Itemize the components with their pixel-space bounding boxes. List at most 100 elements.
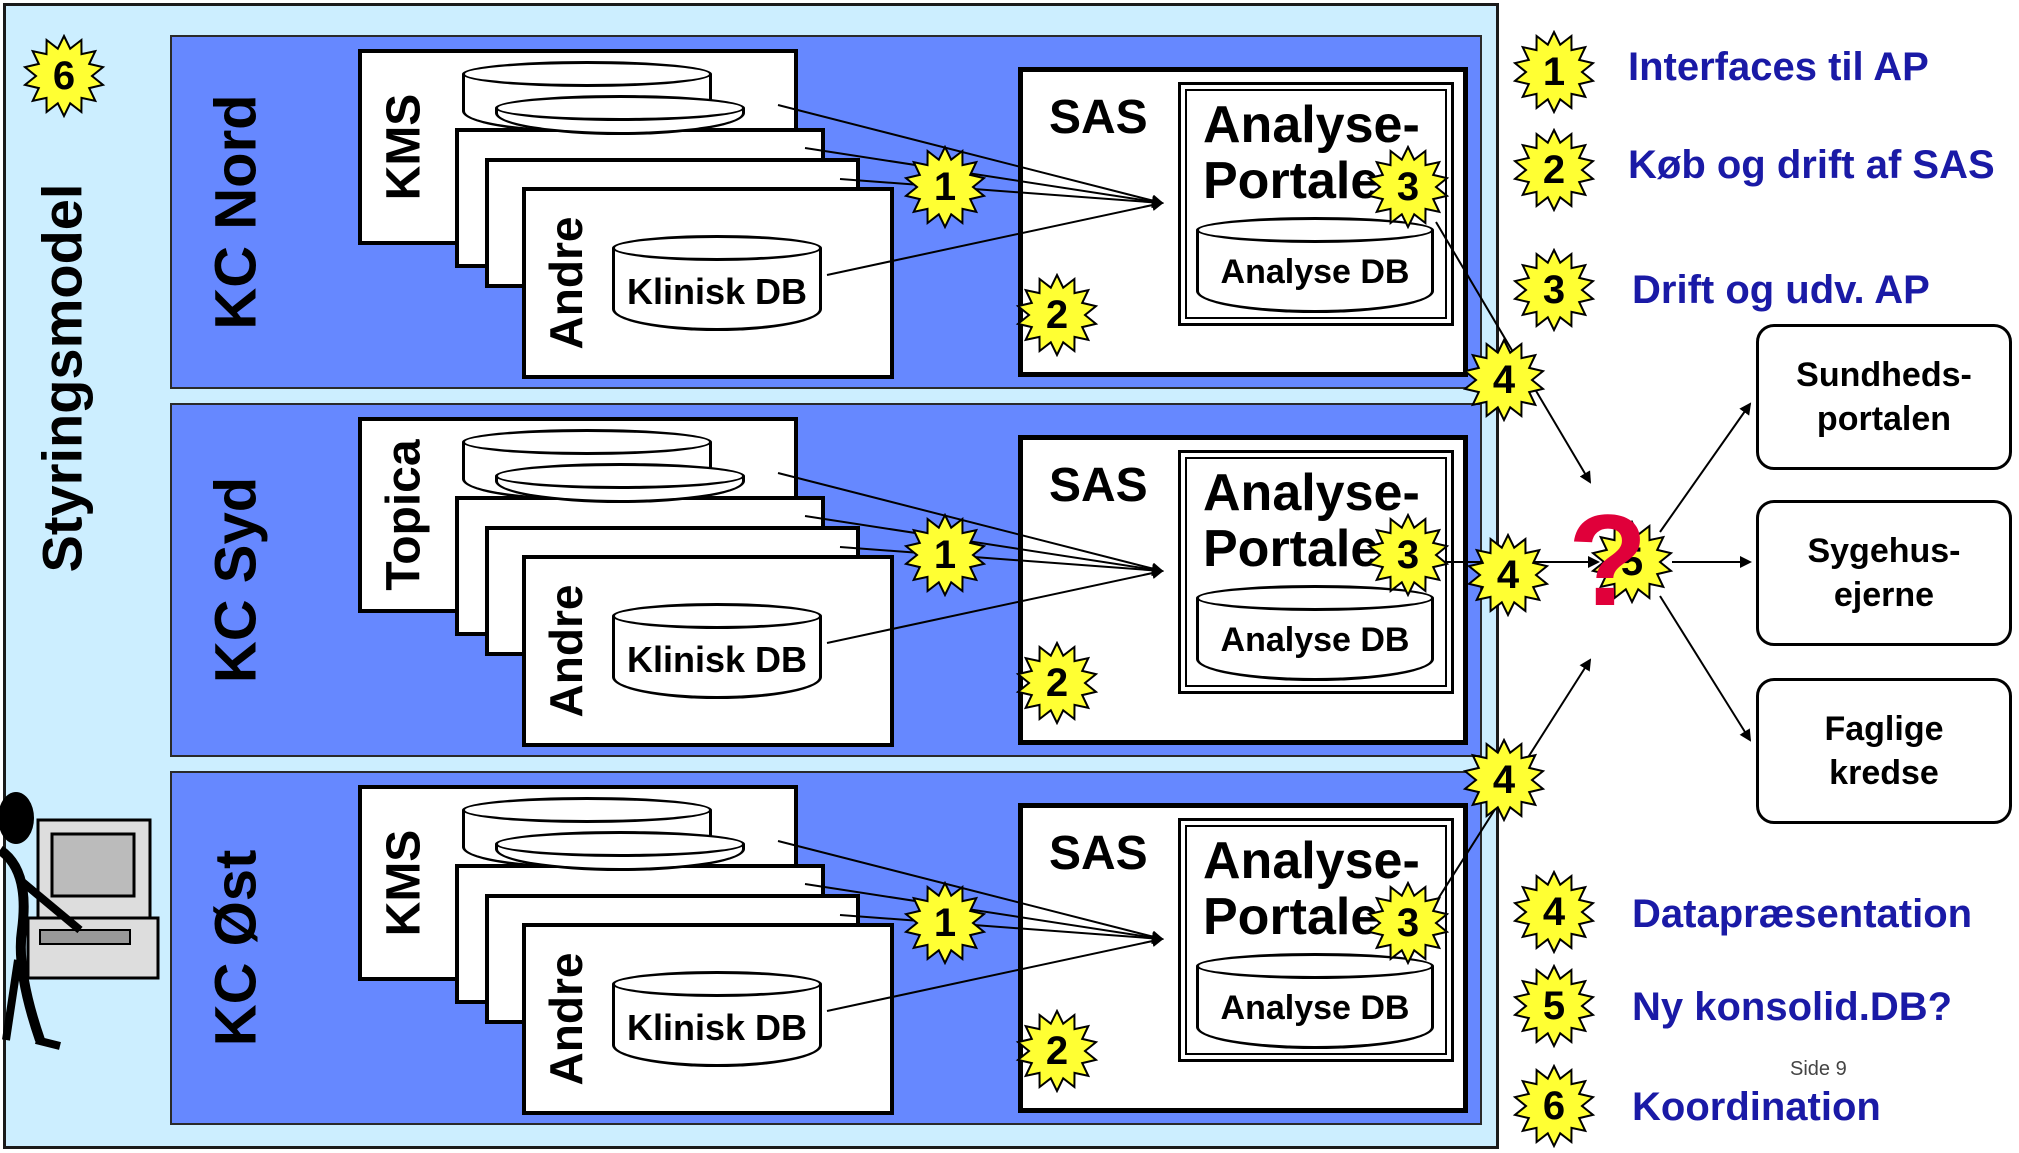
- clinical-db-cylinder: Klinisk DB: [612, 971, 822, 1067]
- source-to-sas-arrow: [804, 883, 1164, 944]
- star-burst-icon: [1015, 640, 1099, 726]
- legend-badge-5-number: 5: [1542, 984, 1566, 1028]
- source-to-sas-arrow: [839, 546, 1164, 577]
- question-mark: ?: [1568, 487, 1648, 633]
- source-db-cylinder: [495, 463, 745, 503]
- badge-4-number: 4: [1496, 553, 1520, 597]
- star-burst-icon: [1366, 144, 1450, 230]
- star-burst-icon: [1462, 337, 1546, 423]
- analyse-db-cylinder-label: Analyse DB: [1220, 253, 1410, 291]
- legend-badge-6-number: 6: [1542, 1084, 1566, 1128]
- clinical-db-cylinder-top: [612, 971, 822, 997]
- analyse-db-cylinder-body: [1196, 230, 1434, 313]
- star-burst-icon: [1366, 512, 1450, 598]
- legend-badge-4: 4: [1512, 869, 1596, 955]
- analyse-db-cylinder-label: Analyse DB: [1220, 989, 1410, 1027]
- sas-label: SAS: [1049, 91, 1148, 144]
- source-to-sas-arrow: [777, 472, 1164, 575]
- source-db-cylinder-top: [495, 95, 745, 121]
- clinical-db-cylinder: Klinisk DB: [612, 235, 822, 331]
- legend-item-1: Interfaces til AP: [1628, 45, 1929, 89]
- clinical-db-cylinder-top: [612, 603, 822, 629]
- clinical-db-cylinder-body: [612, 984, 822, 1067]
- star-burst-icon: [22, 33, 106, 119]
- source-db-cylinder-top: [495, 831, 745, 857]
- badge-3: 3: [1366, 512, 1450, 598]
- clinical-db-cylinder: Klinisk DB: [612, 603, 822, 699]
- clinical-to-sas-arrow: [826, 567, 1164, 644]
- target-sundhedsportalen: Sundheds- portalen: [1756, 324, 2012, 470]
- badge-4: 4: [1466, 532, 1550, 618]
- analyse-db-cylinder: Analyse DB: [1196, 217, 1434, 313]
- clinical-to-sas-arrow: [826, 935, 1164, 1012]
- clinical-db-cylinder-label: Klinisk DB: [626, 639, 808, 680]
- page-number: Side 9: [1790, 1058, 1847, 1080]
- analyse-portal-inner-border: [1185, 89, 1447, 319]
- analyse-portal-title: Analyse- Portalen: [1203, 96, 1420, 210]
- star-burst-icon: [1512, 869, 1596, 955]
- badge-4: 4: [1462, 737, 1546, 823]
- badge-6-number: 6: [52, 54, 76, 98]
- source-to-sas-arrow: [839, 178, 1164, 209]
- star-burst-icon: [903, 144, 987, 230]
- source-to-sas-arrow: [777, 104, 1164, 207]
- badge-1: 1: [903, 144, 987, 230]
- sas-label: SAS: [1049, 459, 1148, 512]
- clinical-db-cylinder-label: Klinisk DB: [626, 271, 808, 312]
- badge-1-number: 1: [933, 533, 957, 577]
- badge-2-number: 2: [1045, 1029, 1069, 1073]
- sas-label: SAS: [1049, 827, 1148, 880]
- badge-1-number: 1: [933, 901, 957, 945]
- legend-badge-2: 2: [1512, 127, 1596, 213]
- badge-4-number: 4: [1492, 358, 1516, 402]
- analyse-portal-inner-border: [1185, 825, 1447, 1055]
- clinical-db-cylinder-top: [612, 235, 822, 261]
- badge-1: 1: [903, 512, 987, 598]
- legend-badge-2-number: 2: [1542, 148, 1566, 192]
- badge-5: 5: [1590, 519, 1674, 605]
- legend-badge-5: 5: [1512, 963, 1596, 1049]
- clinical-db-cylinder-label: Klinisk DB: [626, 1007, 808, 1048]
- analyse-db-cylinder-label: Analyse DB: [1220, 621, 1410, 659]
- source-to-sas-arrow: [839, 914, 1164, 945]
- analyse-db-cylinder: Analyse DB: [1196, 585, 1434, 681]
- star-burst-icon: [1462, 737, 1546, 823]
- legend-item-2: Køb og drift af SAS: [1628, 143, 1995, 187]
- person-at-computer-icon: [0, 792, 160, 1050]
- clinical-to-sas-arrow: [826, 199, 1164, 276]
- source-db-cylinder-top: [495, 463, 745, 489]
- badge-4: 4: [1462, 337, 1546, 423]
- badge-3: 3: [1366, 144, 1450, 230]
- legend-badge-3-number: 3: [1542, 268, 1566, 312]
- badge-1-number: 1: [933, 165, 957, 209]
- clinical-db-cylinder-body: [612, 248, 822, 331]
- source-db-cylinder-top: [462, 429, 712, 455]
- badge-3-number: 3: [1396, 533, 1420, 577]
- badge-5-number: 5: [1620, 540, 1644, 584]
- source-db-cylinder: [495, 95, 745, 135]
- badge-6: 6: [22, 33, 106, 119]
- legend-badge-6: 6: [1512, 1063, 1596, 1149]
- analyse-portal-inner-border: [1185, 457, 1447, 687]
- hub-to-faglige-arrow: [1659, 595, 1752, 742]
- source-db-cylinder: [495, 831, 745, 871]
- badge-2-number: 2: [1045, 661, 1069, 705]
- star-burst-icon: [1015, 272, 1099, 358]
- star-burst-icon: [1512, 29, 1596, 115]
- source-db-cylinder-top: [462, 797, 712, 823]
- legend-badge-3: 3: [1512, 247, 1596, 333]
- star-burst-icon: [1512, 247, 1596, 333]
- legend-badge-1: 1: [1512, 29, 1596, 115]
- hub-to-sundhedsportalen-arrow: [1659, 402, 1752, 533]
- star-burst-icon: [903, 880, 987, 966]
- star-burst-icon: [1366, 880, 1450, 966]
- clinical-db-cylinder-body: [612, 616, 822, 699]
- star-burst-icon: [1512, 1063, 1596, 1149]
- badge-4-number: 4: [1492, 758, 1516, 802]
- others-card: [522, 187, 894, 379]
- legend-item-6: Koordination: [1632, 1085, 1881, 1129]
- analyse-db-cylinder-body: [1196, 598, 1434, 681]
- star-burst-icon: [1512, 127, 1596, 213]
- source-to-sas-arrow: [804, 515, 1164, 576]
